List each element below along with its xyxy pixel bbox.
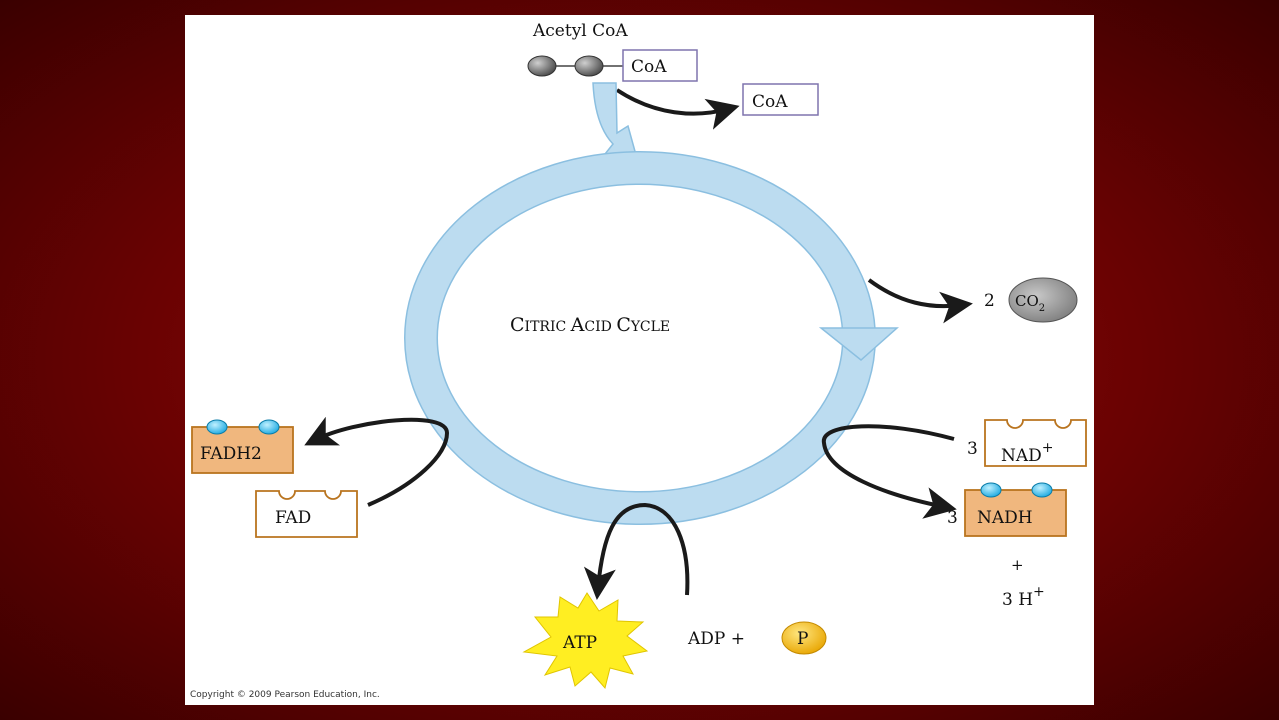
coa-release-arrow [615,88,740,130]
nadh-count: 3 [947,508,958,528]
atp-label: ATP [562,633,597,653]
cycle-ring-fill [405,152,875,524]
phosphate-icon [781,621,827,655]
coa-attached-label: CoA [631,57,667,77]
entry-arrow [592,82,637,156]
co2-release-arrow [867,278,973,324]
co2-molecule-icon [1008,277,1078,323]
citric-acid-cycle-diagram: Acetyl CoA CoA CoA CITRIC ACID CYCLE 2 C… [190,21,1087,700]
co2-count: 2 [984,291,995,311]
fad-label: FAD [275,508,311,528]
cycle-direction-arrowhead [818,327,899,361]
nad-carrier-box [984,419,1087,467]
fadh2-electron-2-icon [258,419,280,435]
nadh-electron-2-icon [1031,482,1053,498]
phosphate-label: P [797,629,808,649]
nadh-carrier-box [964,489,1067,537]
fadh2-electron-1-icon [206,419,228,435]
coa-attached-box [622,49,698,82]
atp-formation-arrow [583,502,690,600]
nad-label: NAD+ [1001,440,1054,466]
adp-label: ADP + [687,629,745,649]
nad-count: 3 [967,439,978,459]
protons-label: 3 H+ [1002,584,1045,610]
cycle-title: CITRIC ACID CYCLE [510,314,670,336]
fad-carrier-box [255,490,358,538]
co2-label: CO2 [1015,292,1045,314]
atp-starburst-icon [522,592,649,690]
coa-released-label: CoA [752,92,788,112]
fad-reduction-arrow [304,416,450,507]
acetyl-carbon-2-icon [574,55,604,77]
nadh-label: NADH [977,508,1033,528]
nad-reduction-arrow [821,424,957,519]
coa-released-box [742,83,819,116]
fadh2-label: FADH2 [200,444,262,464]
fadh2-carrier-box [191,426,294,474]
plus-sign: + [1011,556,1024,574]
slide-canvas: Acetyl CoA CoA CoA CITRIC ACID CYCLE 2 C… [185,15,1094,705]
acetyl-carbon-1-icon [527,55,557,77]
acetyl-coa-label: Acetyl CoA [532,21,628,41]
copyright-notice: Copyright © 2009 Pearson Education, Inc. [190,690,380,700]
nadh-electron-1-icon [980,482,1002,498]
